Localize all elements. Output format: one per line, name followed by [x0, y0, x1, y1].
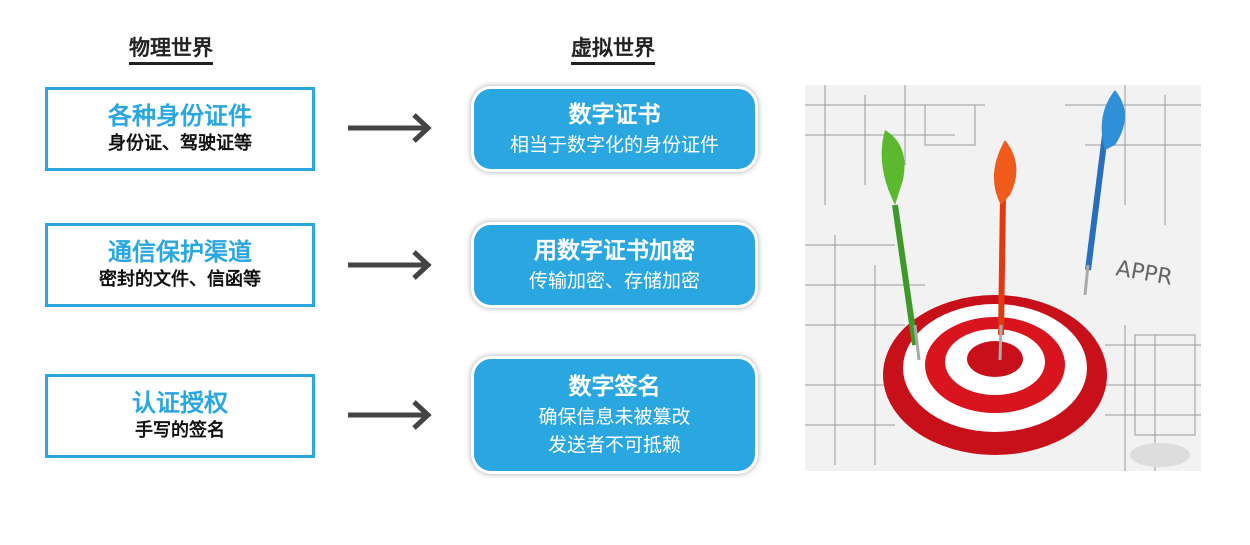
arrow-right-icon [348, 250, 432, 280]
red-dart-icon [993, 140, 1017, 361]
arrow-right-icon [348, 400, 432, 430]
physical-title: 通信保护渠道 [108, 238, 252, 266]
physical-subtitle: 密封的文件、信函等 [99, 269, 261, 290]
virtual-line: 确保信息未被篡改 [538, 406, 691, 428]
green-dart-icon [881, 130, 921, 361]
virtual-box-certificate: 数字证书 相当于数字化的身份证件 [471, 86, 758, 172]
virtual-title: 用数字证书加密 [534, 238, 695, 264]
virtual-line: 相当于数字化的身份证件 [509, 134, 719, 156]
virtual-title: 数字证书 [568, 102, 661, 128]
target-darts-image: APPR [805, 85, 1201, 471]
virtual-box-encryption: 用数字证书加密 传输加密、存储加密 [471, 222, 758, 308]
virtual-title: 数字签名 [568, 374, 661, 400]
physical-world-header: 物理世界 [129, 34, 213, 65]
virtual-line: 发送者不可抵赖 [547, 434, 681, 456]
virtual-world-header: 虚拟世界 [571, 34, 655, 65]
physical-box-auth: 认证授权 手写的签名 [45, 374, 315, 458]
physical-box-channel: 通信保护渠道 密封的文件、信函等 [45, 223, 315, 307]
blue-dart-icon [1083, 90, 1125, 296]
physical-subtitle: 手写的签名 [135, 420, 225, 441]
virtual-box-signature: 数字签名 确保信息未被篡改 发送者不可抵赖 [471, 356, 758, 474]
physical-box-id: 各种身份证件 身份证、驾驶证等 [45, 87, 315, 171]
physical-subtitle: 身份证、驾驶证等 [108, 133, 252, 154]
physical-title: 各种身份证件 [108, 102, 252, 130]
virtual-line: 传输加密、存储加密 [528, 270, 700, 292]
blueprint-lines [805, 85, 1201, 471]
arrow-right-icon [348, 113, 432, 143]
physical-title: 认证授权 [132, 389, 228, 417]
eraser [1130, 443, 1190, 467]
